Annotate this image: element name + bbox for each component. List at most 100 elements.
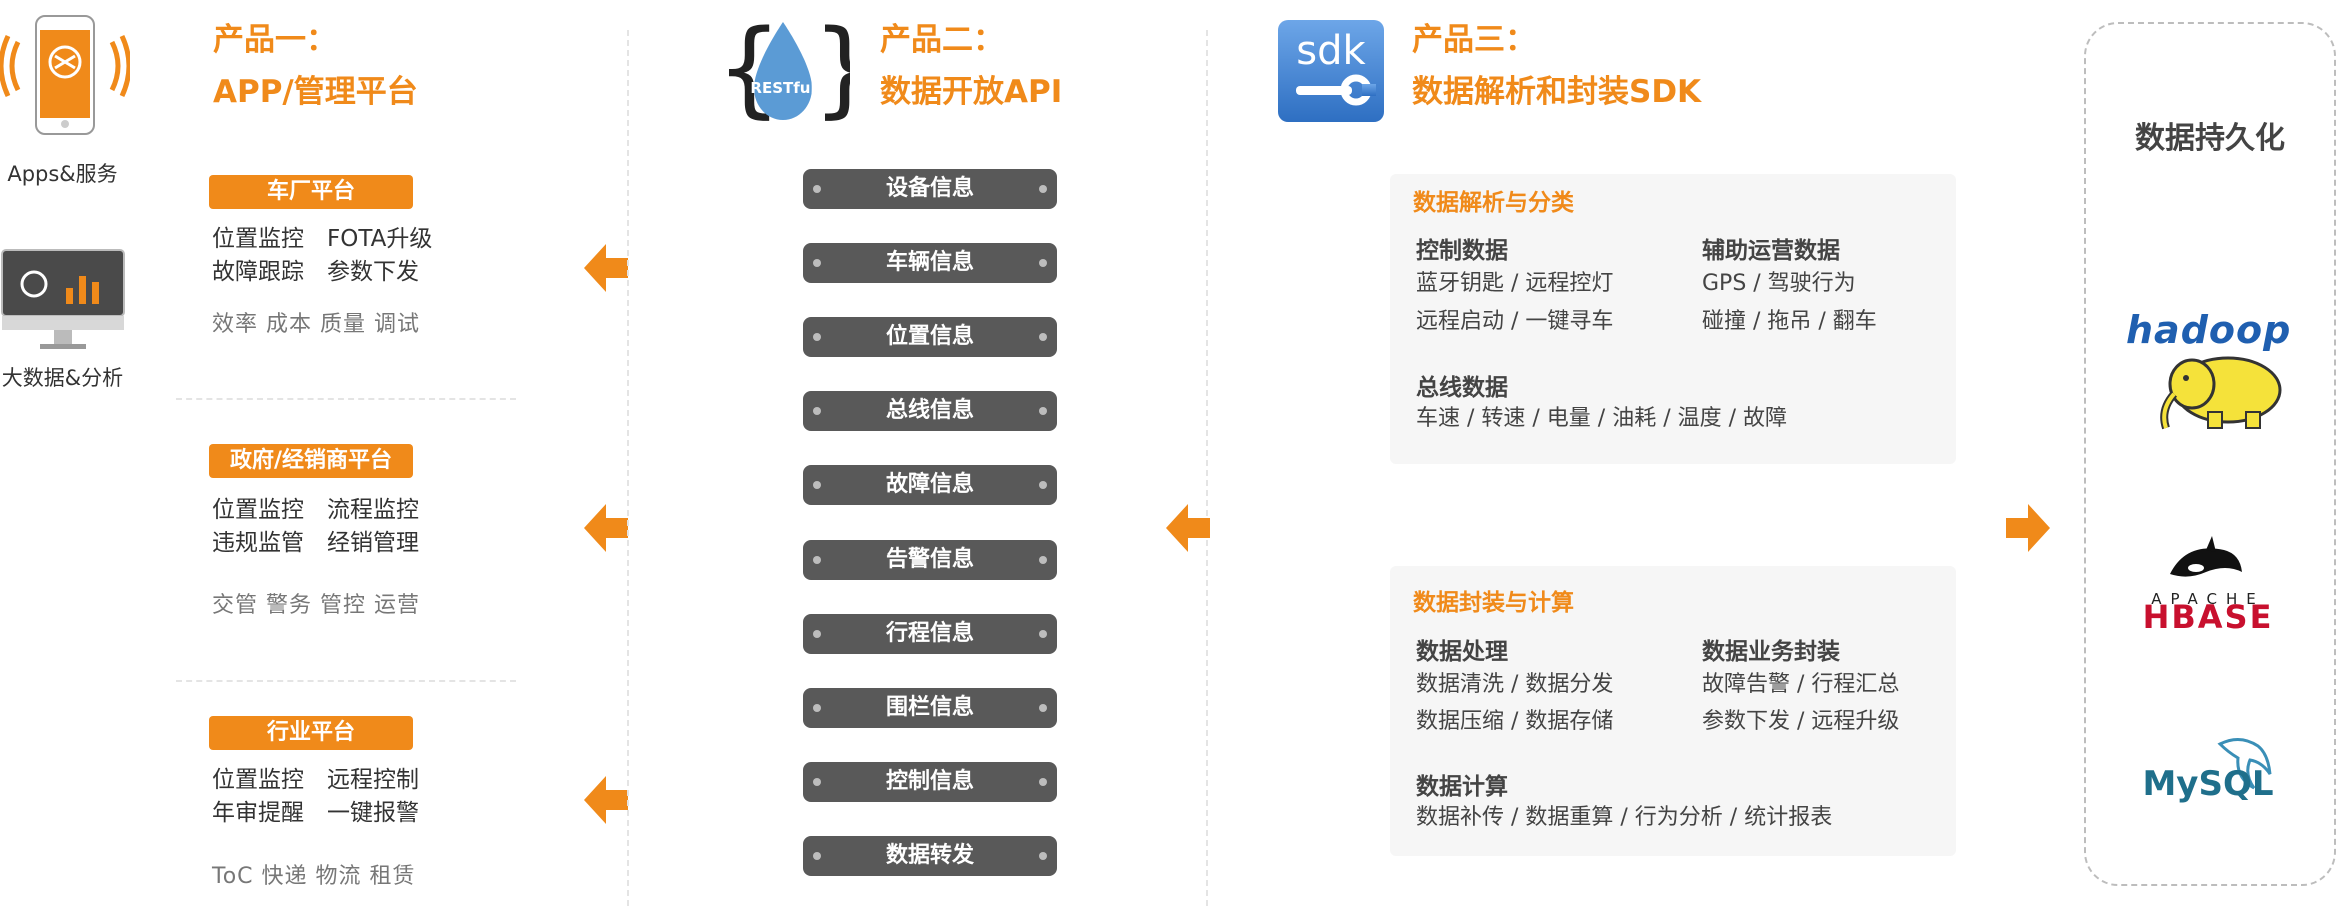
apps-label: Apps&服务	[7, 162, 118, 186]
api-item: 控制信息	[803, 762, 1057, 802]
api-item: 总线信息	[803, 391, 1057, 431]
platform-feature-line: 违规监管 经销管理	[212, 530, 419, 556]
api-item-dot	[1039, 778, 1047, 786]
api-item-dot	[813, 778, 821, 786]
api-item-label: 控制信息	[885, 769, 974, 794]
platform-tags: 效率 成本 质量 调试	[212, 312, 420, 337]
divider	[176, 398, 516, 400]
panel-line: 数据清洗 / 数据分发	[1416, 672, 1614, 697]
panel-line: 蓝牙钥匙 / 远程控灯	[1416, 271, 1614, 296]
api-item-dot	[1039, 704, 1047, 712]
encapsulate-compute-panel	[1390, 566, 1956, 856]
panel-subheading: 数据计算	[1416, 774, 1508, 800]
api-item: 行程信息	[803, 614, 1057, 654]
api-item-label: 设备信息	[885, 176, 974, 201]
hbase-logo-text: HBASE	[2142, 598, 2274, 636]
panel-line: 参数下发 / 远程升级	[1702, 709, 1900, 734]
api-item: 围栏信息	[803, 688, 1057, 728]
platform-tags: ToC 快递 物流 租赁	[212, 864, 416, 889]
svg-text:}: }	[812, 18, 850, 129]
api-item-dot	[1039, 185, 1047, 193]
panel-subheading: 辅助运营数据	[1702, 238, 1840, 264]
api-item-dot	[1039, 556, 1047, 564]
api-item-dot	[813, 704, 821, 712]
phone-icon	[0, 10, 132, 140]
platform-title: 车厂平台	[209, 175, 413, 209]
hbase-apache-text: APACHE	[2151, 590, 2265, 608]
panel-subheading: 总线数据	[1416, 375, 1508, 401]
arrow-left-icon	[584, 500, 628, 556]
api-item: 故障信息	[803, 465, 1057, 505]
api-item-dot	[813, 481, 821, 489]
api-item-dot	[1039, 481, 1047, 489]
api-item-dot	[1039, 852, 1047, 860]
panel-line: 数据压缩 / 数据存储	[1416, 709, 1614, 734]
platform-feature-line: 故障跟踪 参数下发	[212, 259, 419, 285]
mysql-logo-text: MySQL	[2142, 764, 2274, 804]
sdk-icon	[1276, 18, 1386, 124]
hadoop-elephant-icon	[2150, 350, 2290, 432]
restful-icon-text: RESTful	[750, 79, 816, 97]
panel-line: 故障告警 / 行程汇总	[1702, 672, 1900, 697]
platform-feature-line: 年审提醒 一键报警	[212, 800, 419, 826]
api-item-label: 数据转发	[885, 843, 974, 868]
api-item: 告警信息	[803, 540, 1057, 580]
panel-title: 数据解析与分类	[1413, 190, 1574, 216]
panel-subheading: 数据业务封装	[1702, 639, 1840, 665]
persistence-box	[2084, 22, 2336, 886]
divider	[176, 680, 516, 682]
api-item-label: 行程信息	[885, 621, 974, 646]
arrow-left-icon	[584, 240, 628, 296]
bigdata-label: 大数据&分析	[1, 366, 124, 390]
persistence-title: 数据持久化	[2135, 121, 2285, 156]
panel-line: 远程启动 / 一键寻车	[1416, 309, 1614, 334]
dolphin-icon	[2210, 734, 2280, 790]
api-item: 位置信息	[803, 317, 1057, 357]
api-item-dot	[1039, 407, 1047, 415]
api-item-label: 车辆信息	[885, 250, 974, 275]
api-item: 设备信息	[803, 169, 1057, 209]
platform-feature-line: 位置监控 流程监控	[212, 497, 419, 523]
api-item-label: 围栏信息	[885, 695, 974, 720]
api-item-dot	[813, 852, 821, 860]
product3-label-line1: 产品三：	[1412, 22, 1536, 58]
api-item-label: 总线信息	[885, 398, 974, 423]
column-divider	[627, 30, 629, 906]
panel-title: 数据封装与计算	[1413, 590, 1574, 616]
panel-subheading: 控制数据	[1416, 238, 1508, 264]
platform-feature-line: 位置监控 FOTA升级	[212, 226, 433, 252]
monitor-icon	[0, 246, 130, 356]
api-item-dot	[1039, 333, 1047, 341]
arrow-right-icon	[2006, 500, 2050, 556]
column-divider	[1206, 30, 1208, 906]
panel-line: 碰撞 / 拖吊 / 翻车	[1702, 309, 1877, 334]
product1-label-line1: 产品一：	[213, 22, 337, 58]
api-item-label: 位置信息	[885, 324, 974, 349]
platform-title: 行业平台	[209, 716, 413, 750]
panel-line: 数据补传 / 数据重算 / 行为分析 / 统计报表	[1416, 805, 1833, 830]
arrow-left-icon	[1166, 500, 1210, 556]
api-item-dot	[813, 185, 821, 193]
api-item-dot	[1039, 259, 1047, 267]
api-item-dot	[813, 259, 821, 267]
api-item-label: 告警信息	[885, 547, 974, 572]
orca-icon	[2166, 536, 2246, 586]
api-item: 车辆信息	[803, 243, 1057, 283]
hadoop-logo-text: hadoop	[2126, 308, 2292, 352]
platform-title: 政府/经销商平台	[209, 444, 413, 478]
product3-label-line2: 数据解析和封装SDK	[1412, 74, 1702, 110]
product1-label-line2: APP/管理平台	[213, 74, 418, 110]
panel-line: 车速 / 转速 / 电量 / 油耗 / 温度 / 故障	[1416, 406, 1787, 431]
platform-feature-line: 位置监控 远程控制	[212, 767, 419, 793]
api-item-dot	[813, 333, 821, 341]
api-item: 数据转发	[803, 836, 1057, 876]
restful-icon: { }	[716, 7, 878, 130]
arrow-left-icon	[584, 772, 628, 828]
panel-line: GPS / 驾驶行为	[1702, 271, 1856, 296]
api-item-dot	[1039, 630, 1047, 638]
api-item-dot	[813, 407, 821, 415]
parse-classify-panel	[1390, 174, 1956, 464]
panel-subheading: 数据处理	[1416, 639, 1508, 665]
platform-tags: 交管 警务 管控 运营	[212, 593, 420, 618]
product2-label-line1: 产品二：	[880, 22, 1004, 58]
